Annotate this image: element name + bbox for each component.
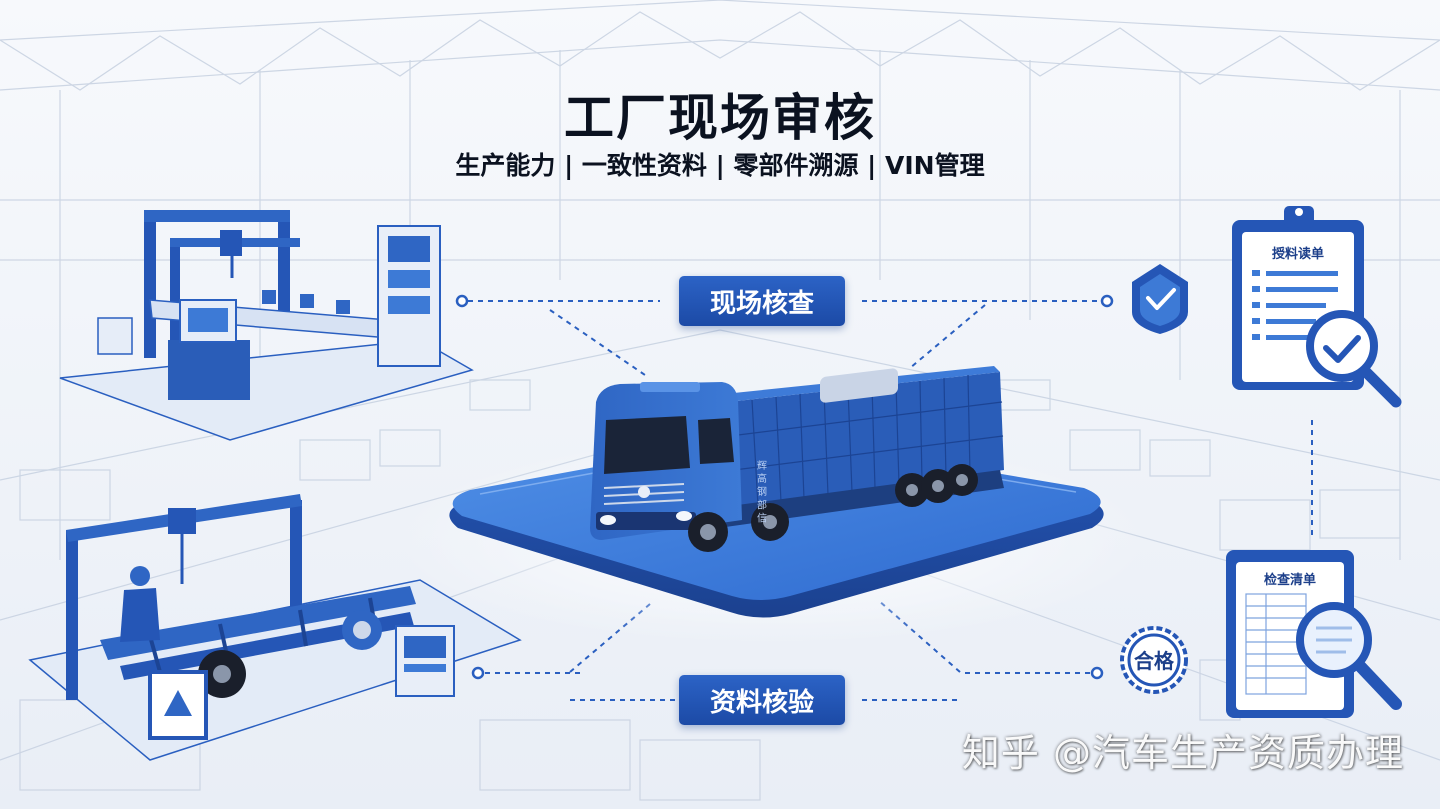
page-title: 工厂现场审核 (564, 89, 876, 147)
page-subtitle: 生产能力 | 一致性资料 | 零部件溯源 | VIN管理 (455, 151, 985, 180)
onsite-inspection-tag: 现场核查 (679, 276, 845, 326)
watermark: 知乎 @汽车生产资质办理 (961, 731, 1404, 775)
clipboard-top-label: 授料读单 (1272, 246, 1324, 262)
shield-check-icon (1132, 264, 1188, 334)
assembly-line-illustration (59, 210, 474, 441)
seal-text: 合格 (1134, 649, 1175, 673)
chassis-assembly-illustration (28, 494, 522, 761)
document-verification-tag: 资料核验 (679, 675, 845, 725)
connector-dots (455, 294, 1114, 680)
clipboard-bottom-label: 检查清单 (1264, 572, 1316, 588)
clipboard-top-icon (1232, 206, 1402, 408)
dump-truck-illustration (590, 366, 1004, 552)
truck-side-marking: 辉 高 钢 部 信 (755, 460, 767, 524)
seal-icon (1120, 626, 1188, 694)
clipboard-bottom-icon (1226, 550, 1402, 718)
